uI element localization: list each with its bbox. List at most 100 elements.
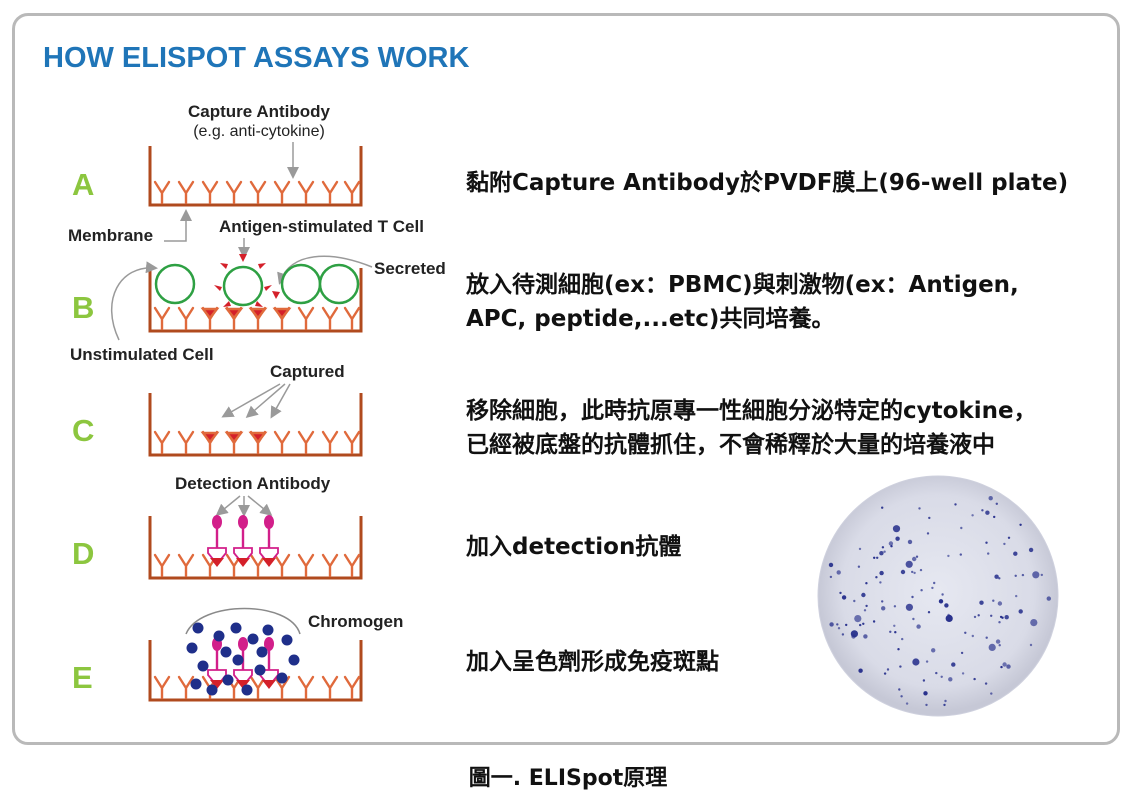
well-e	[148, 640, 363, 702]
label-capture-antibody: Capture Antibody	[188, 102, 331, 121]
capture-antibody-icon	[343, 553, 361, 578]
step-e-description: 加入呈色劑形成免疫斑點	[466, 649, 719, 675]
capture-antibody-icon	[249, 180, 267, 205]
immunospot	[883, 550, 886, 553]
immunospot	[911, 570, 914, 574]
elispot-well-photo	[817, 475, 1059, 717]
immunospot	[865, 582, 868, 585]
immunospot	[863, 634, 868, 639]
immunospot	[858, 668, 863, 673]
immunospot	[944, 699, 947, 703]
immunospot	[985, 636, 988, 639]
capture-antibody-icon	[153, 675, 171, 700]
capture-antibody-icon	[177, 553, 195, 578]
immunospot	[873, 556, 876, 559]
immunospot	[888, 541, 894, 546]
immunospot	[998, 577, 1001, 580]
immunospot	[836, 570, 841, 575]
immunospot	[913, 571, 916, 575]
capture-antibody-icon	[343, 430, 361, 455]
immunospot	[897, 648, 900, 651]
immunospot	[927, 611, 931, 614]
immunospot	[912, 556, 917, 562]
label-capture-example: (e.g. anti-cytokine)	[193, 123, 325, 140]
cytokine-icon	[262, 680, 276, 689]
immunospot	[948, 677, 953, 682]
immunospot	[899, 665, 902, 668]
immunospot	[836, 623, 839, 626]
step-b-line: APC, peptide,...etc)共同培養。	[466, 306, 835, 332]
immunospot	[960, 526, 963, 530]
immunospot	[1046, 596, 1052, 601]
label-unstimulated: Unstimulated Cell	[70, 345, 214, 364]
capture-antibody-icon	[225, 180, 243, 205]
step-b-line: 放入待測細胞(ex：PBMC)與刺激物(ex：Antigen,	[466, 272, 1019, 298]
immunospot	[951, 662, 956, 667]
immunospot	[829, 622, 834, 627]
immunospot	[988, 643, 996, 652]
immunospot	[875, 576, 878, 579]
immunospot	[1000, 665, 1003, 669]
immunospot	[935, 671, 938, 675]
immunospot	[992, 599, 995, 602]
immunospot	[977, 614, 980, 617]
capture-antibody-icon	[343, 675, 361, 700]
immunospot	[1007, 536, 1011, 539]
immunospot	[881, 506, 884, 509]
capture-antibody-icon	[153, 306, 171, 331]
immunospot	[994, 574, 999, 579]
immunospot	[961, 672, 965, 675]
immunospot	[943, 703, 946, 707]
immunospot	[879, 551, 884, 556]
arrow-detection	[247, 495, 273, 516]
capture-antibody-icon	[321, 675, 339, 700]
immunospot	[920, 589, 923, 592]
immunospot	[925, 703, 928, 707]
capture-antibody-icon	[321, 430, 339, 455]
immunospot	[1030, 619, 1038, 627]
immunospot	[925, 660, 929, 663]
arrow-captured	[221, 383, 281, 418]
immunospot	[933, 581, 936, 585]
label-detection-antibody: Detection Antibody	[175, 474, 331, 493]
immunospot	[912, 658, 920, 666]
step-a-description: 黏附Capture Antibody於PVDF膜上(96-well plate)	[466, 170, 1069, 196]
immunospot	[995, 502, 998, 505]
step-letter-e: E	[72, 660, 93, 695]
unstimulated-cell	[318, 263, 360, 305]
immunospot	[964, 631, 967, 634]
capture-antibody-icon	[153, 430, 171, 455]
immunospot	[1029, 643, 1033, 647]
immunospot	[1014, 574, 1017, 577]
immunospot	[973, 615, 977, 619]
immunospot	[926, 532, 930, 535]
immunospot	[938, 599, 944, 604]
cytokine-icon	[262, 558, 276, 567]
immunospot	[984, 682, 988, 685]
arrow-captured	[270, 383, 291, 419]
cytokine-icon	[272, 307, 292, 320]
capture-antibody-icon	[321, 306, 339, 331]
immunospot	[883, 672, 887, 675]
label-secreted: Secreted	[374, 259, 446, 278]
immunospot	[918, 507, 921, 510]
immunospot	[990, 614, 993, 617]
immunospot	[1019, 523, 1022, 526]
label-membrane: Membrane	[68, 226, 153, 245]
immunospot	[959, 553, 962, 556]
arrow-detection	[215, 495, 241, 516]
arrow-unstimulated	[110, 261, 158, 341]
immunospot	[861, 592, 866, 598]
immunospot	[863, 609, 867, 612]
stimulated-t-cell	[222, 265, 264, 307]
immunospot	[1003, 542, 1006, 546]
immunospot	[998, 644, 1001, 647]
immunospot	[1021, 573, 1025, 577]
step-letter-b: B	[72, 290, 94, 325]
capture-antibody-icon	[153, 553, 171, 578]
figure-caption: 圖一. ELISpot原理	[468, 766, 668, 791]
cytokine-icon	[236, 680, 250, 689]
capture-antibody-icon	[343, 180, 361, 205]
immunospot	[985, 541, 988, 544]
detection-antibody-icon	[264, 637, 274, 651]
